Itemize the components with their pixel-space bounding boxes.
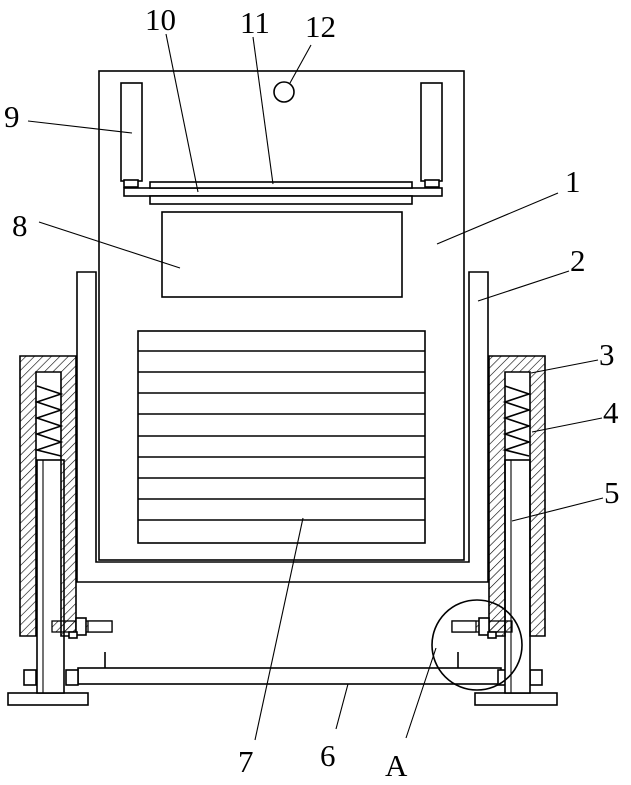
vent-grille [138, 331, 425, 543]
label-9: 9 [4, 99, 20, 134]
right-leg [505, 460, 530, 693]
label-1: 1 [565, 164, 581, 199]
label-3: 3 [599, 337, 615, 372]
label-4: 4 [603, 395, 619, 430]
label-a: A [385, 748, 408, 783]
label-7: 7 [238, 744, 254, 779]
right-spring [505, 386, 529, 456]
label-6: 6 [320, 738, 336, 773]
left-spring [37, 386, 61, 456]
label-2: 2 [570, 243, 586, 278]
label-10: 10 [145, 2, 176, 37]
label-5: 5 [604, 475, 620, 510]
label-11: 11 [240, 5, 270, 40]
label-12: 12 [305, 9, 336, 44]
left-roller [121, 83, 142, 187]
slide-rail [124, 188, 442, 196]
base-plate [78, 668, 501, 684]
right-roller [421, 83, 442, 187]
left-leg [37, 460, 64, 693]
sensor-circle [274, 82, 294, 102]
label-8: 8 [12, 208, 28, 243]
display-panel [162, 212, 402, 297]
